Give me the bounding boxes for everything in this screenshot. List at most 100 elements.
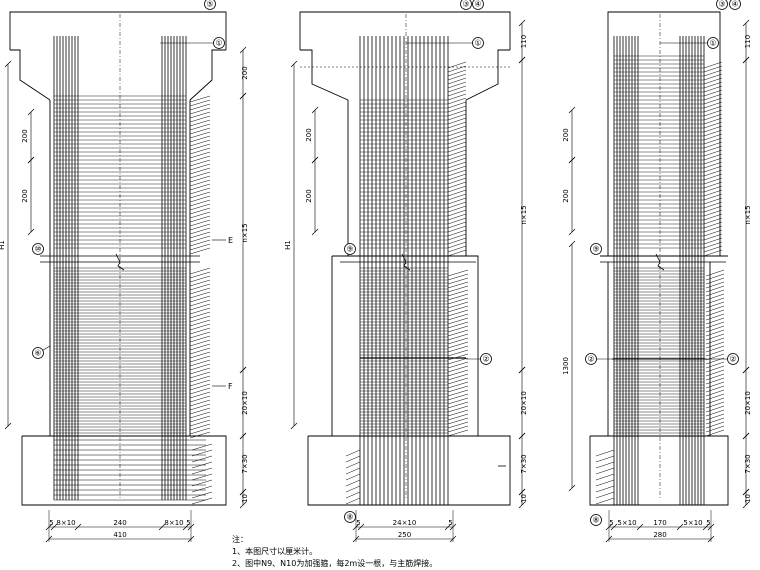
notes-heading: 注：	[232, 535, 248, 544]
callout-bubble	[32, 243, 44, 255]
dimension-tick	[311, 106, 319, 114]
stirrup-bent	[703, 241, 723, 249]
stirrup-bent	[447, 229, 467, 237]
stirrup-bent	[705, 429, 725, 437]
stirrup-bent	[447, 305, 469, 313]
dimension-tick	[27, 156, 35, 164]
stirrup-bent	[595, 497, 615, 505]
stirrup-bent	[447, 293, 469, 301]
stirrup-bent	[189, 247, 211, 255]
stirrup-bent	[189, 295, 211, 303]
stirrup-bent	[703, 81, 723, 89]
stirrup-bent	[345, 479, 361, 487]
stirrup-bent	[447, 321, 469, 329]
stirrup-bent	[447, 89, 467, 97]
stirrup-bent	[703, 133, 723, 141]
stirrup-bent	[447, 273, 469, 281]
stirrup-bent	[447, 225, 467, 233]
callout-bubble	[585, 353, 597, 365]
callout-number: ②	[587, 355, 594, 364]
stirrup-bent	[189, 395, 211, 403]
stirrup-bent	[447, 417, 469, 425]
stirrup-bent	[189, 215, 211, 223]
stirrup-bent	[703, 145, 723, 153]
stirrup-bent	[447, 413, 469, 421]
stirrup-bent	[189, 123, 211, 131]
stirrup-bent	[703, 197, 723, 205]
stirrup-bent	[189, 415, 211, 423]
stirrup-bent	[447, 69, 467, 77]
dimension-tick	[568, 228, 576, 236]
dimension-tick	[4, 60, 12, 68]
stirrup-bent	[189, 223, 211, 231]
dimension-tick	[182, 523, 190, 531]
stirrup-bent	[447, 317, 469, 325]
stirrup-bent	[705, 393, 725, 401]
stirrup-bent	[703, 89, 723, 97]
stirrup-bent	[189, 379, 211, 387]
stirrup-bent	[189, 219, 211, 227]
dimension-label: 240	[113, 519, 126, 527]
stirrup-bent	[345, 497, 361, 505]
dimension-tick	[742, 366, 750, 374]
stirrup-bent	[703, 97, 723, 105]
stirrup-bent	[447, 357, 469, 365]
stirrup-bent	[191, 473, 213, 481]
dimension-label: 5	[609, 519, 613, 527]
stirrup-bent	[447, 353, 469, 361]
stirrup-bent	[447, 153, 467, 161]
stirrup-bent	[705, 413, 725, 421]
stirrup-bent	[703, 113, 723, 121]
stirrup-bent	[595, 479, 615, 487]
dimension-label: 10	[520, 494, 528, 503]
stirrup-bent	[447, 101, 467, 109]
dimension-tick	[239, 501, 247, 509]
stirrup-bent	[189, 291, 211, 299]
stirrup-bent	[189, 131, 211, 139]
callout-bubble	[472, 0, 484, 10]
stirrup-bent	[447, 221, 467, 229]
stirrup-bent	[703, 225, 723, 233]
stirrup-bent	[447, 385, 469, 393]
dimension-tick	[518, 366, 526, 374]
stirrup-bent	[189, 367, 211, 375]
dimension-tick	[518, 432, 526, 440]
dimension-tick	[518, 501, 526, 509]
stirrup-bent	[191, 479, 213, 487]
callout-number: ⑨	[346, 245, 353, 254]
dimension-label: 200	[562, 128, 570, 141]
break-symbol	[401, 253, 411, 271]
stirrup-bent	[189, 323, 211, 331]
stirrup-bent	[191, 497, 213, 505]
dimension-label: 5	[49, 519, 53, 527]
stirrup-bent	[189, 375, 211, 383]
stirrup-bent	[189, 127, 211, 135]
dimension-tick	[742, 432, 750, 440]
stirrup-bent	[189, 351, 211, 359]
stirrup-bent	[189, 419, 211, 427]
stirrup-bent	[189, 327, 211, 335]
stirrup-bent	[447, 137, 467, 145]
stirrup-bent	[705, 405, 725, 413]
stirrup-bent	[189, 103, 211, 111]
callout-number: ⑨	[592, 245, 599, 254]
stirrup-bent	[703, 73, 723, 81]
stirrup-bent	[447, 289, 469, 297]
stirrup-bent	[189, 411, 211, 419]
stirrup-bent	[189, 347, 211, 355]
dimension-tick	[568, 156, 576, 164]
stirrup-bent	[189, 195, 211, 203]
stirrup-bent	[447, 77, 467, 85]
stirrup-bent	[705, 397, 725, 405]
dimension-label: 200	[21, 129, 29, 142]
stirrup-bent	[447, 425, 469, 433]
stirrup-bent	[705, 349, 725, 357]
dimension-tick	[742, 19, 750, 27]
stirrup-bent	[189, 179, 211, 187]
stirrup-bent	[703, 189, 723, 197]
stirrup-bent	[705, 365, 725, 373]
stirrup-bent	[447, 125, 467, 133]
stirrup-bent	[189, 335, 211, 343]
stirrup-bent	[705, 361, 725, 369]
